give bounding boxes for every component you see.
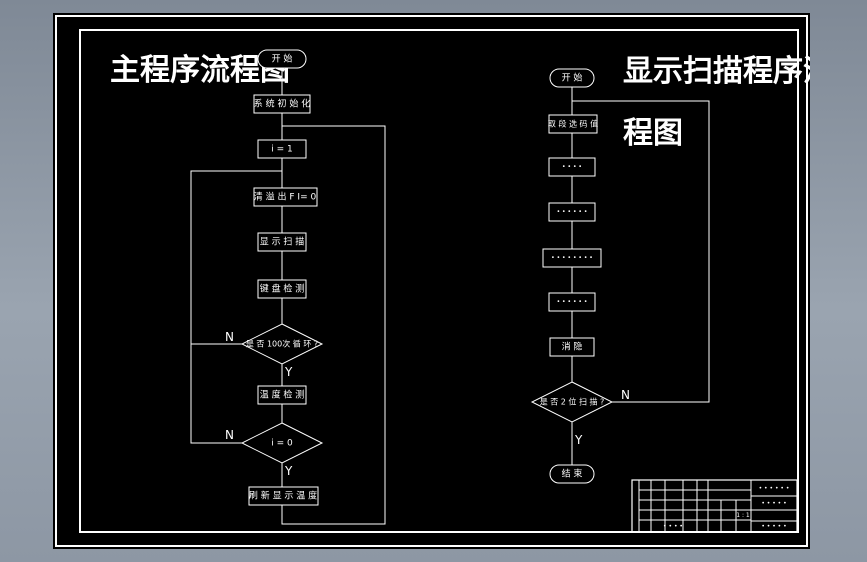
main-flow-connectors [190, 68, 386, 525]
decision-i-yes: Y [284, 464, 293, 478]
school-name: • • • • • • [759, 485, 790, 492]
decision-100-yes: Y [284, 365, 293, 379]
scan-box-2-label: • • • • [562, 164, 582, 171]
outer-border [55, 15, 808, 547]
sheet-info: • • • • [663, 523, 683, 530]
scan-loop-line [572, 100, 710, 403]
blank-box [549, 337, 595, 357]
loop-back-line [190, 170, 282, 345]
scan-end-terminal [549, 464, 595, 484]
scan-flow-title-line2: 程图 [623, 116, 683, 151]
decision-i-label: i = 0 [271, 439, 293, 449]
set-i-label: i = 1 [271, 145, 293, 155]
loop-back-line [190, 344, 242, 444]
scan-decision-label: 是 否 2 位 扫 描 ? [540, 397, 605, 407]
decision-i-no: N [225, 428, 234, 442]
inner-border [79, 29, 799, 533]
refresh-label: 刷 新 显 示 温 度 [249, 490, 317, 502]
decision-i-diamond [240, 422, 324, 464]
key-check-label: 键 盘 检 测 [260, 283, 305, 295]
decision-100-diamond [240, 323, 324, 365]
start-label: 开 始 [272, 53, 293, 65]
scan-box-1 [548, 114, 598, 134]
scan-flow-connectors [571, 87, 710, 465]
scan-decision-no: N [621, 388, 630, 402]
scan-box-3-label: • • • • • • [557, 209, 588, 216]
scan-box-2 [548, 157, 596, 177]
flowchart-canvas: 主程序流程图 开 始 系 统 初 始 化 i = 1 清 溢 出 F I= 0 … [55, 15, 810, 547]
clear-flag-box [253, 187, 318, 207]
scan-decision-yes: Y [574, 433, 583, 447]
scan-box-3 [548, 202, 596, 222]
outer-loop-line [281, 125, 386, 525]
drawing-sheet: 主程序流程图 开 始 系 统 初 始 化 i = 1 清 溢 出 F I= 0 … [53, 13, 810, 549]
scan-box-4 [542, 248, 602, 268]
scan-box-5-label: • • • • • • [557, 299, 588, 306]
temp-measure-box [257, 385, 307, 405]
init-label: 系 统 初 始 化 [254, 98, 310, 110]
key-check-box [257, 279, 307, 299]
title-block-frame [631, 479, 798, 533]
decision-100-label: 是 否 100次 循 环 ? [246, 339, 318, 349]
scale-value: 1 : 1 [736, 512, 750, 519]
drawing-name: • • • • • [761, 500, 786, 507]
scan-end-label: 结 束 [562, 468, 583, 480]
refresh-box [248, 486, 319, 506]
display-scan-box [257, 232, 307, 252]
init-box [253, 94, 311, 114]
scan-decision-diamond [530, 381, 614, 423]
scan-start-label: 开 始 [562, 72, 583, 84]
start-terminal [257, 49, 307, 69]
temp-measure-label: 温 度 检 测 [260, 389, 305, 401]
drawing-number: • • • • • [761, 523, 786, 530]
display-scan-label: 显 示 扫 描 [260, 236, 305, 248]
clear-flag-label: 清 溢 出 F I= 0 [254, 191, 317, 203]
scan-box-4-label: • • • • • • • • [551, 255, 593, 262]
decision-100-no: N [225, 330, 234, 344]
scan-start-terminal [549, 68, 595, 88]
scan-flow-title-line1: 显示扫描程序流 [623, 54, 810, 89]
scan-box-5 [548, 292, 596, 312]
scan-box-1-label: 取 段 选 码 值 [548, 119, 598, 129]
blank-label: 消 隐 [562, 341, 583, 353]
set-i-box [257, 139, 307, 159]
title-block: • • • • • • • • • • • 1 : 1 • • • • • • … [631, 479, 798, 533]
